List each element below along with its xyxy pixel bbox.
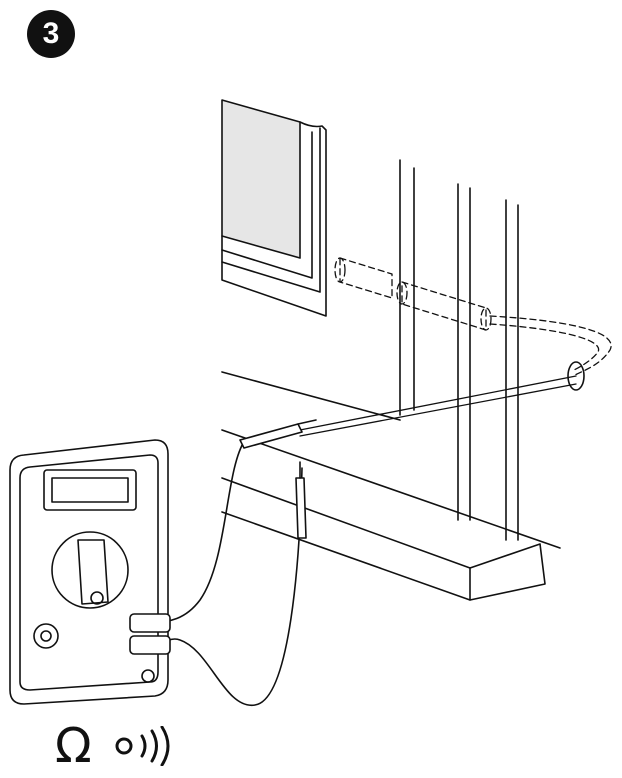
selector-dial [51,531,129,609]
multimeter [9,439,171,705]
jack-com [33,623,59,649]
plug-black [129,613,171,633]
test-probe-red [295,461,307,539]
legend: Ω [55,722,184,770]
step-number: 3 [42,17,60,50]
jack-10a [141,669,155,683]
probe-wires [154,375,577,706]
cabinet-base [221,371,561,601]
vertical-posts [399,159,519,541]
hidden-heating-element [334,257,612,376]
step-number-badge: 3 [27,10,75,58]
cable-grommet [567,361,585,391]
multimeter-display [43,469,137,511]
cabinet-panel [221,99,327,317]
plug-red [129,635,171,655]
continuity-icon [115,726,170,766]
resistance-icon: Ω [55,718,92,774]
test-probe-black [239,419,317,449]
